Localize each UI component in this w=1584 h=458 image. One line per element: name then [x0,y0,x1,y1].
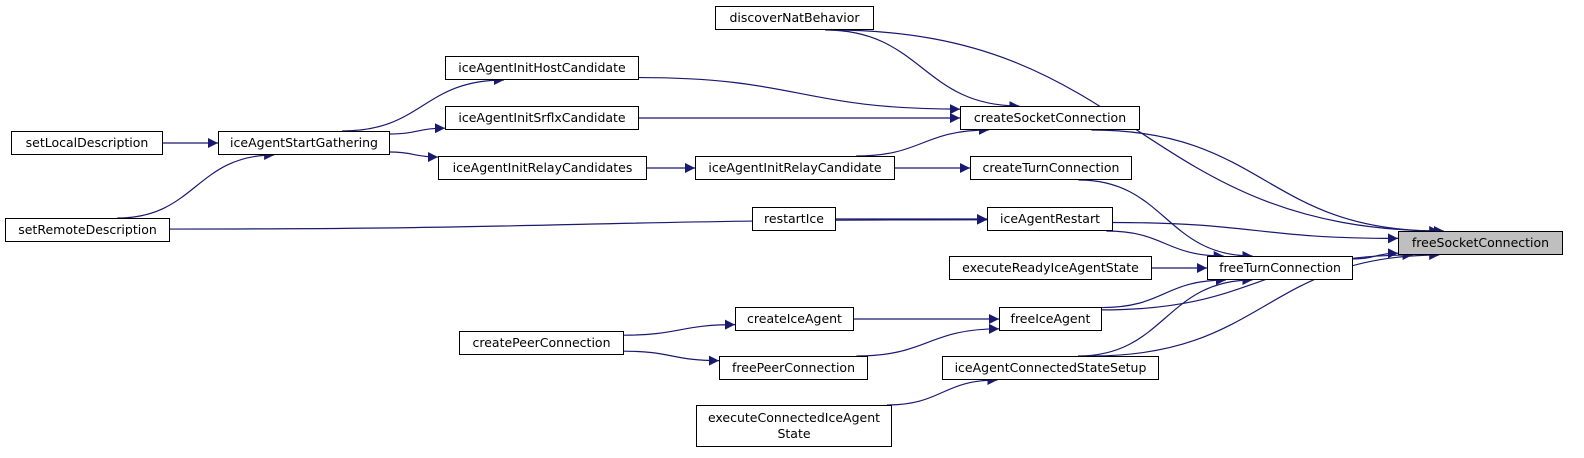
node-discover-nat-behavior[interactable]: discoverNatBehavior [715,6,874,30]
edge-iceAgentConnectedStateSetup-to-freeSocketConnection [1091,250,1440,357]
node-create-peer-connection[interactable]: createPeerConnection [459,331,624,355]
node-ice-agent-init-relay-candidate[interactable]: iceAgentInitRelayCandidate [695,156,895,180]
node-free-socket-connection: freeSocketConnection [1398,231,1563,255]
edge-discoverNatBehavior-to-createSocketConnection [825,29,1020,111]
node-free-turn-connection[interactable]: freeTurnConnection [1207,256,1353,280]
edge-createPeerConnection-to-createIceAgent [623,319,736,336]
edge-createSocketConnection-to-freeSocketConnection [1091,129,1440,236]
edge-iceAgentInitHostCandidate-to-createSocketConnection [638,76,961,115]
edge-iceAgentStartGathering-to-iceAgentInitHostCandidate [342,75,504,132]
node-set-local-description[interactable]: setLocalDescription [11,131,163,155]
edge-iceAgentInitRelayCandidate-to-createSocketConnection [856,125,989,157]
node-label-line-2: State [777,426,811,441]
node-ice-agent-connected-state-setup[interactable]: iceAgentConnectedStateSetup [942,356,1159,380]
edge-freeIceAgent-to-freeSocketConnection [1101,250,1413,311]
node-free-ice-agent[interactable]: freeIceAgent [999,307,1102,331]
node-restart-ice[interactable]: restartIce [752,207,836,231]
edge-iceAgentStartGathering-to-iceAgentInitSrflxCandidate [389,123,446,135]
edge-iceAgentStartGathering-to-iceAgentInitRelayCandidates [389,151,439,163]
edge-iceAgentRestart-to-freeTurnConnection [1106,230,1224,261]
node-label-line-1: executeConnectedIceAgent [707,410,881,425]
node-create-ice-agent[interactable]: createIceAgent [735,307,854,331]
node-execute-ready-ice-agent-state[interactable]: executeReadyIceAgentState [949,256,1152,280]
node-ice-agent-init-host-candidate[interactable]: iceAgentInitHostCandidate [445,56,639,80]
node-ice-agent-init-srflx-candidate[interactable]: iceAgentInitSrflxCandidate [445,106,639,130]
edge-freeIceAgent-to-freeTurnConnection [1101,275,1227,309]
node-ice-agent-init-relay-candidates[interactable]: iceAgentInitRelayCandidates [438,156,647,180]
node-set-remote-description[interactable]: setRemoteDescription [5,218,170,242]
edge-executeConnectedIceAgentState-to-iceAgentConnectedStateSetup [886,375,998,406]
edge-setRemoteDescription-to-iceAgentRestart [169,214,988,230]
edge-createPeerConnection-to-freePeerConnection [623,350,720,366]
node-ice-agent-restart[interactable]: iceAgentRestart [987,207,1113,231]
node-create-socket-connection[interactable]: createSocketConnection [960,106,1140,130]
edge-freePeerConnection-to-freeIceAgent [856,323,1000,357]
edge-iceAgentRestart-to-freeSocketConnection [1112,221,1399,244]
edge-discoverNatBehavior-to-freeSocketConnection [831,29,1444,236]
node-ice-agent-start-gathering[interactable]: iceAgentStartGathering [218,131,390,155]
node-free-peer-connection[interactable]: freePeerConnection [719,356,868,380]
node-create-turn-connection[interactable]: createTurnConnection [970,156,1132,180]
node-execute-connected-ice-agent-state[interactable]: executeConnectedIceAgent State [696,405,892,447]
edge-iceAgentConnectedStateSetup-to-freeTurnConnection [1078,275,1253,357]
edge-setRemoteDescription-to-iceAgentStartGathering [117,150,275,219]
